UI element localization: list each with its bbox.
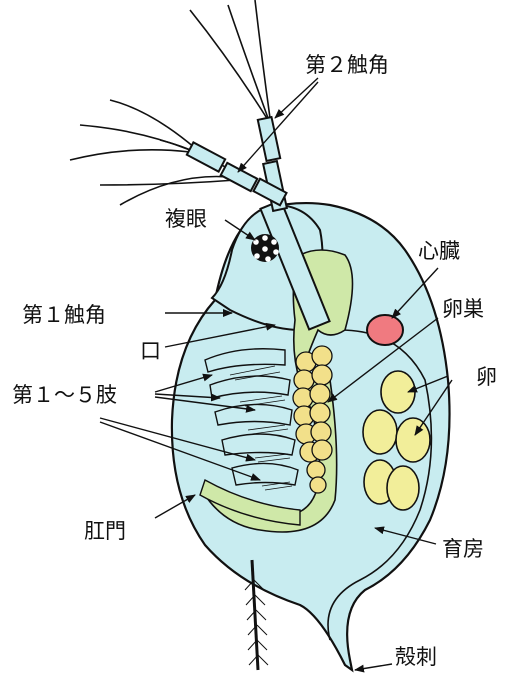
label-antenna1: 第１触角 [22, 303, 106, 327]
label-compound-eye: 複眼 [165, 207, 207, 231]
label-brood-chamber: 育房 [442, 537, 484, 561]
heart [367, 315, 403, 345]
label-shell-spine: 殻刺 [395, 645, 437, 669]
label-mouth: 口 [140, 339, 161, 363]
label-heart: 心臓 [418, 239, 460, 263]
label-limbs: 第１～５肢 [12, 383, 117, 407]
label-ovary: 卵巣 [442, 297, 484, 321]
label-antenna2: 第２触角 [305, 53, 389, 77]
label-egg: 卵 [476, 365, 497, 389]
label-anus: 肛門 [84, 519, 126, 543]
compound-eye [251, 234, 279, 262]
